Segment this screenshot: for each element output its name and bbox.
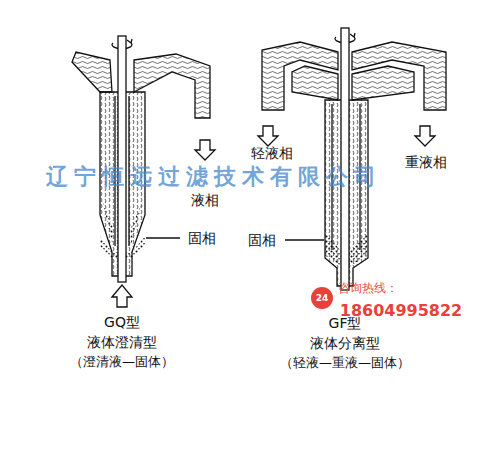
part-label: 固相 [248, 232, 276, 248]
model-label: GQ型 [104, 314, 140, 330]
part-label: 固相 [188, 230, 216, 246]
flow-label: 液相 [191, 192, 219, 208]
icon-number: 24 [316, 293, 329, 303]
phone-number: 18604995822 [340, 302, 462, 320]
watermark: 辽宁恒远过滤技术有限公司 [46, 164, 382, 189]
flow-label: 轻液相 [251, 145, 293, 161]
flow-label: 重液相 [405, 154, 447, 170]
hotline-label: 咨询热线： [338, 282, 398, 296]
phone-icon [311, 287, 333, 309]
note-label: （轻液—重液—固体） [280, 356, 410, 371]
type-label: 液体澄清型 [87, 334, 157, 350]
type-label: 液体分离型 [310, 335, 380, 351]
note-label: （澄清液—固体） [70, 355, 174, 370]
